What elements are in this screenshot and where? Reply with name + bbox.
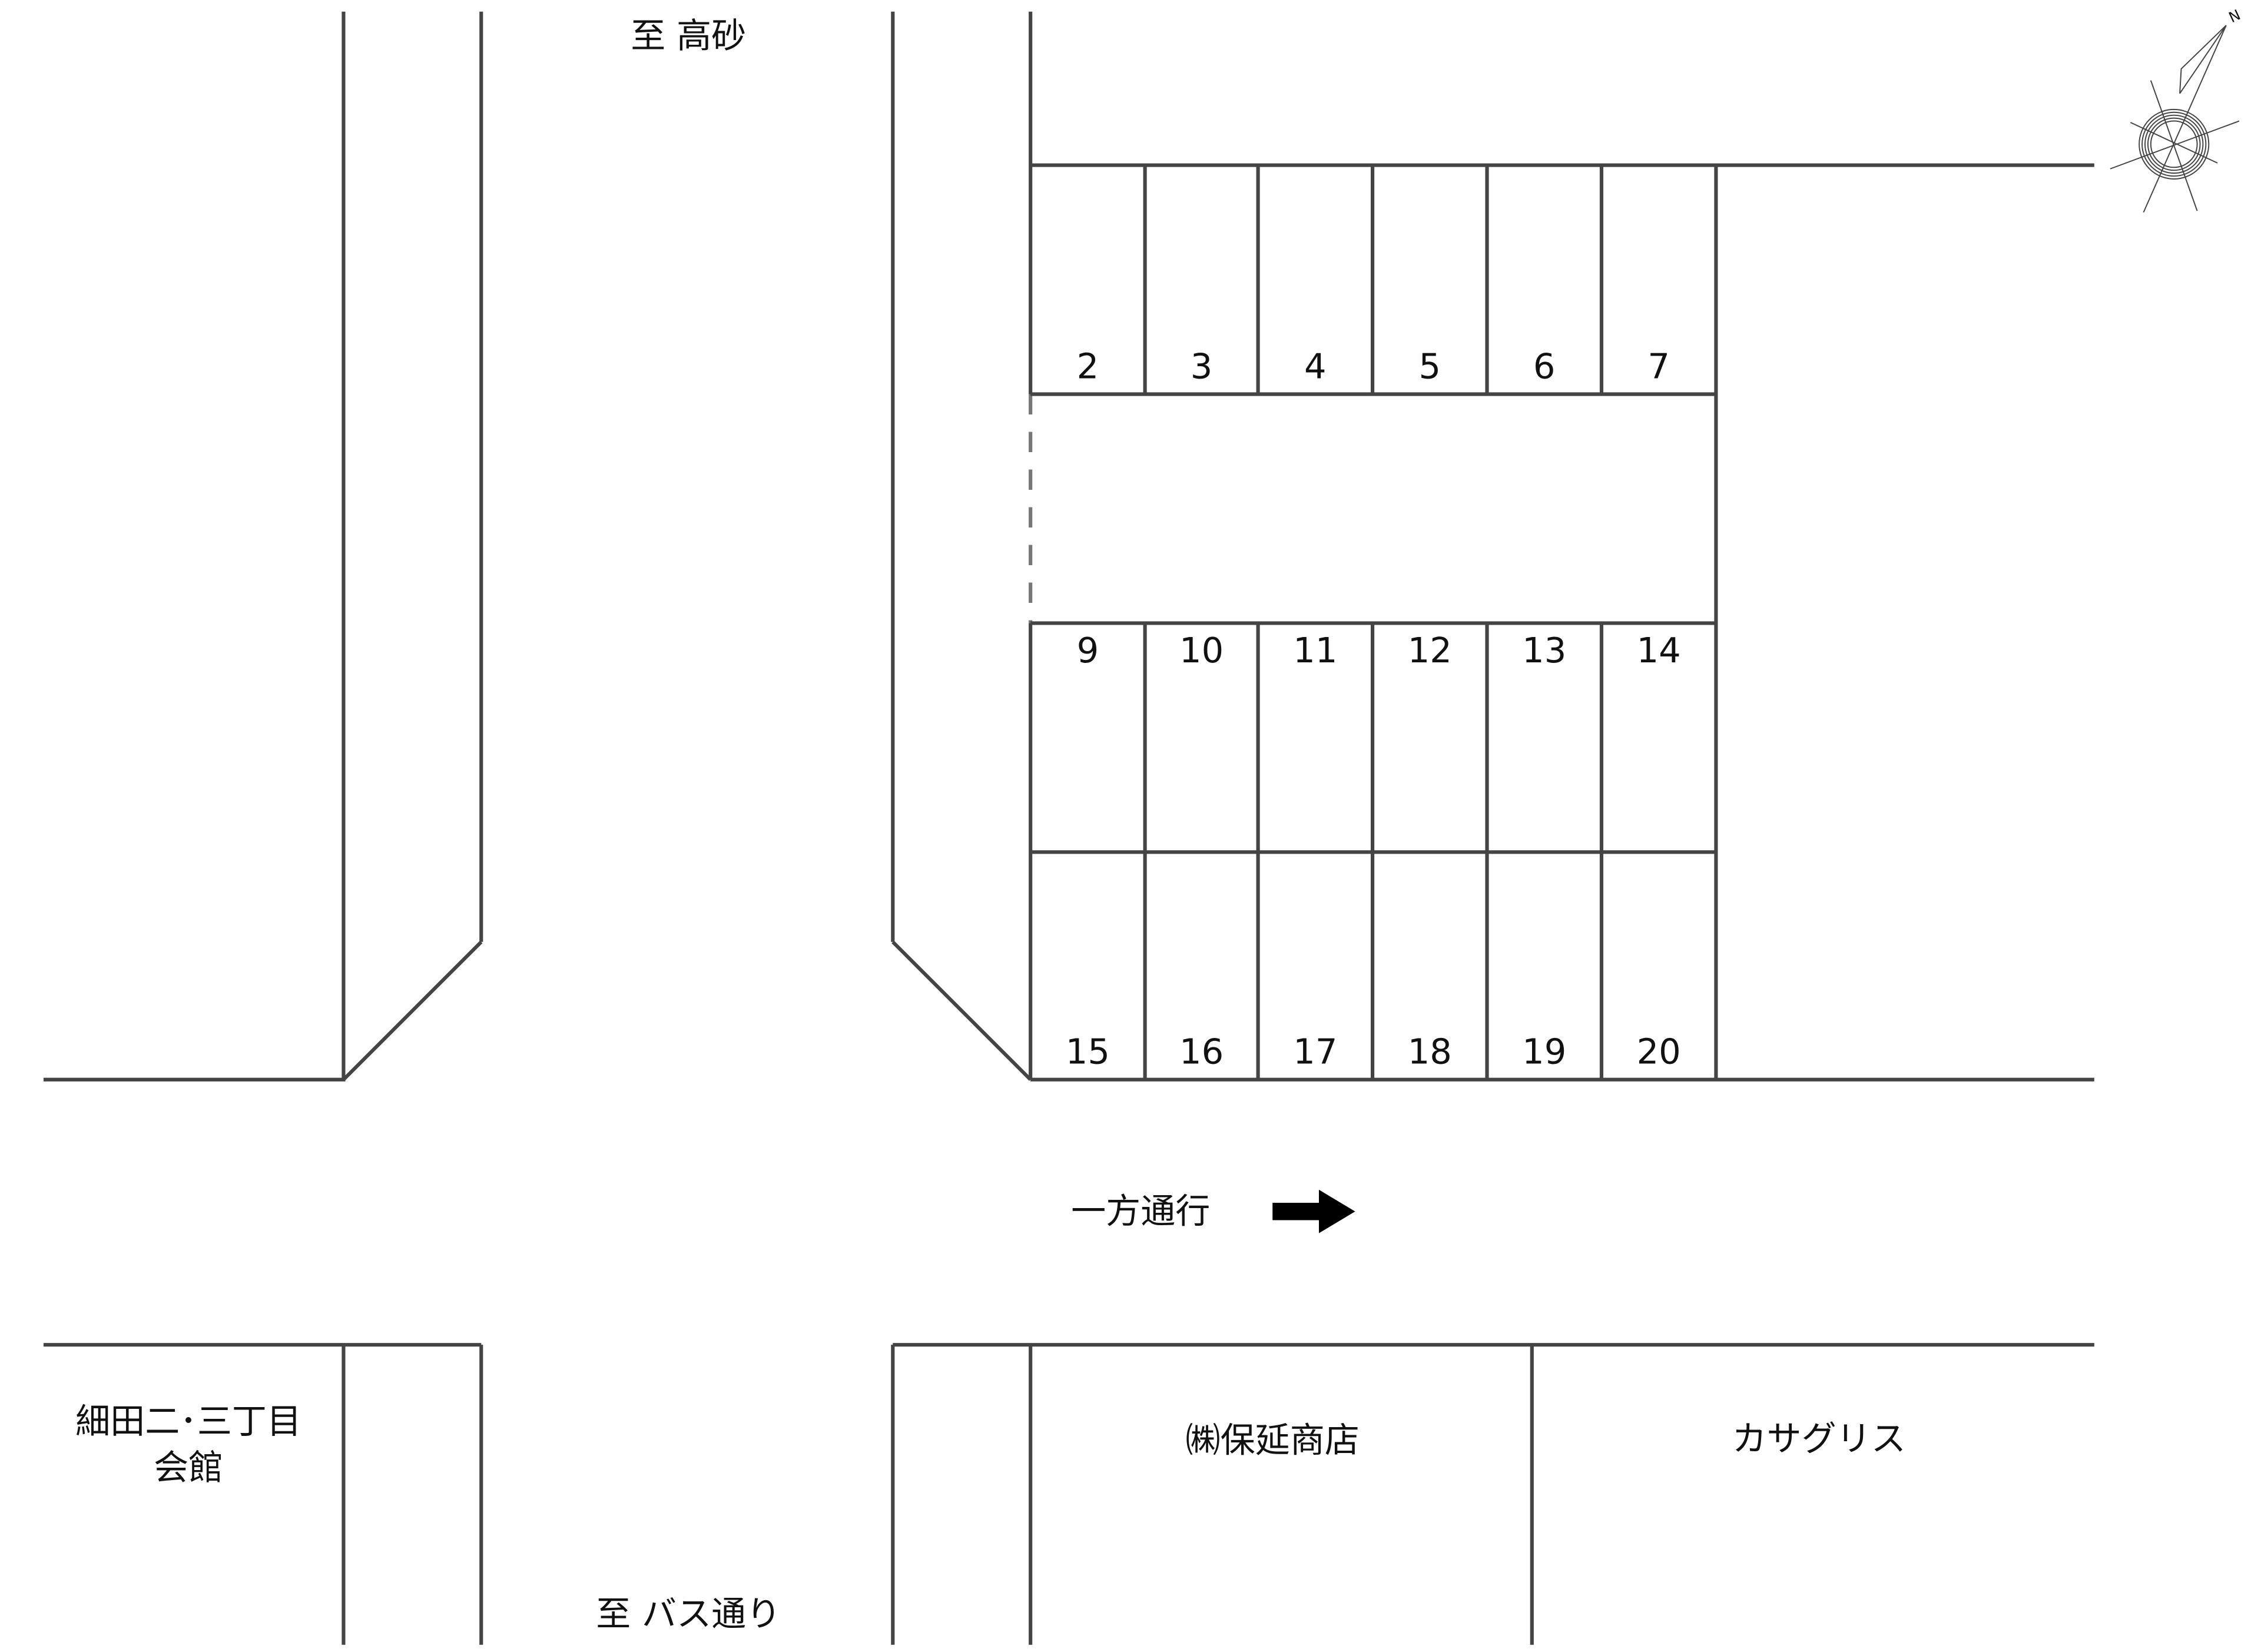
parking-lot-number: 13 bbox=[1522, 630, 1566, 671]
parking-lot-number: 18 bbox=[1408, 1031, 1452, 1072]
parking-lot-number: 19 bbox=[1522, 1031, 1566, 1072]
parking-lot-number: 4 bbox=[1304, 346, 1327, 386]
parking-lot-number: 11 bbox=[1293, 630, 1337, 671]
parking-lot-number: 15 bbox=[1066, 1031, 1110, 1072]
parking-lot-number: 16 bbox=[1179, 1031, 1224, 1072]
to-bus-street-label: 至 バス通り bbox=[596, 1594, 781, 1634]
shop-kasagris-label: カサグリス bbox=[1732, 1418, 1906, 1459]
road-edge bbox=[891, 940, 1032, 1081]
parking-lot-number: 3 bbox=[1191, 346, 1213, 386]
one-way-label: 一方通行 bbox=[1071, 1190, 1210, 1231]
road-edge bbox=[342, 940, 483, 1081]
compass-icon: N bbox=[2110, 6, 2243, 213]
parking-lot-number: 2 bbox=[1077, 346, 1099, 386]
bottom-blocks bbox=[43, 1343, 2094, 1645]
parking-lot-number: 5 bbox=[1418, 346, 1441, 386]
to-takasago-label: 至 高砂 bbox=[631, 15, 746, 56]
shop-hoen-label: ㈱保延商店 bbox=[1186, 1419, 1360, 1460]
parking-lot-number: 20 bbox=[1637, 1031, 1681, 1072]
parking-lot-number: 9 bbox=[1077, 630, 1099, 671]
one-way-arrow-icon bbox=[1272, 1189, 1355, 1233]
road-edge bbox=[43, 11, 346, 1082]
parking-lot-number: 12 bbox=[1408, 630, 1452, 671]
lot-dividers bbox=[1143, 165, 1604, 1080]
lot-numbers: 2 3 4 5 6 7 9 10 11 12 13 14 15 16 17 18 19 20 bbox=[1066, 346, 1681, 1072]
parking-lot-number: 17 bbox=[1293, 1031, 1337, 1072]
hall-label-line2: 会館 bbox=[154, 1447, 223, 1488]
parking-lot-number: 7 bbox=[1647, 346, 1670, 386]
parking-lot-number: 6 bbox=[1533, 346, 1556, 386]
parking-lot-number: 10 bbox=[1179, 630, 1224, 671]
parking-lot-number: 14 bbox=[1637, 630, 1681, 671]
hall-label-line1: 細田二･三丁目 bbox=[75, 1401, 301, 1441]
north-label: N bbox=[2226, 6, 2243, 26]
road-lines bbox=[43, 11, 2094, 1082]
